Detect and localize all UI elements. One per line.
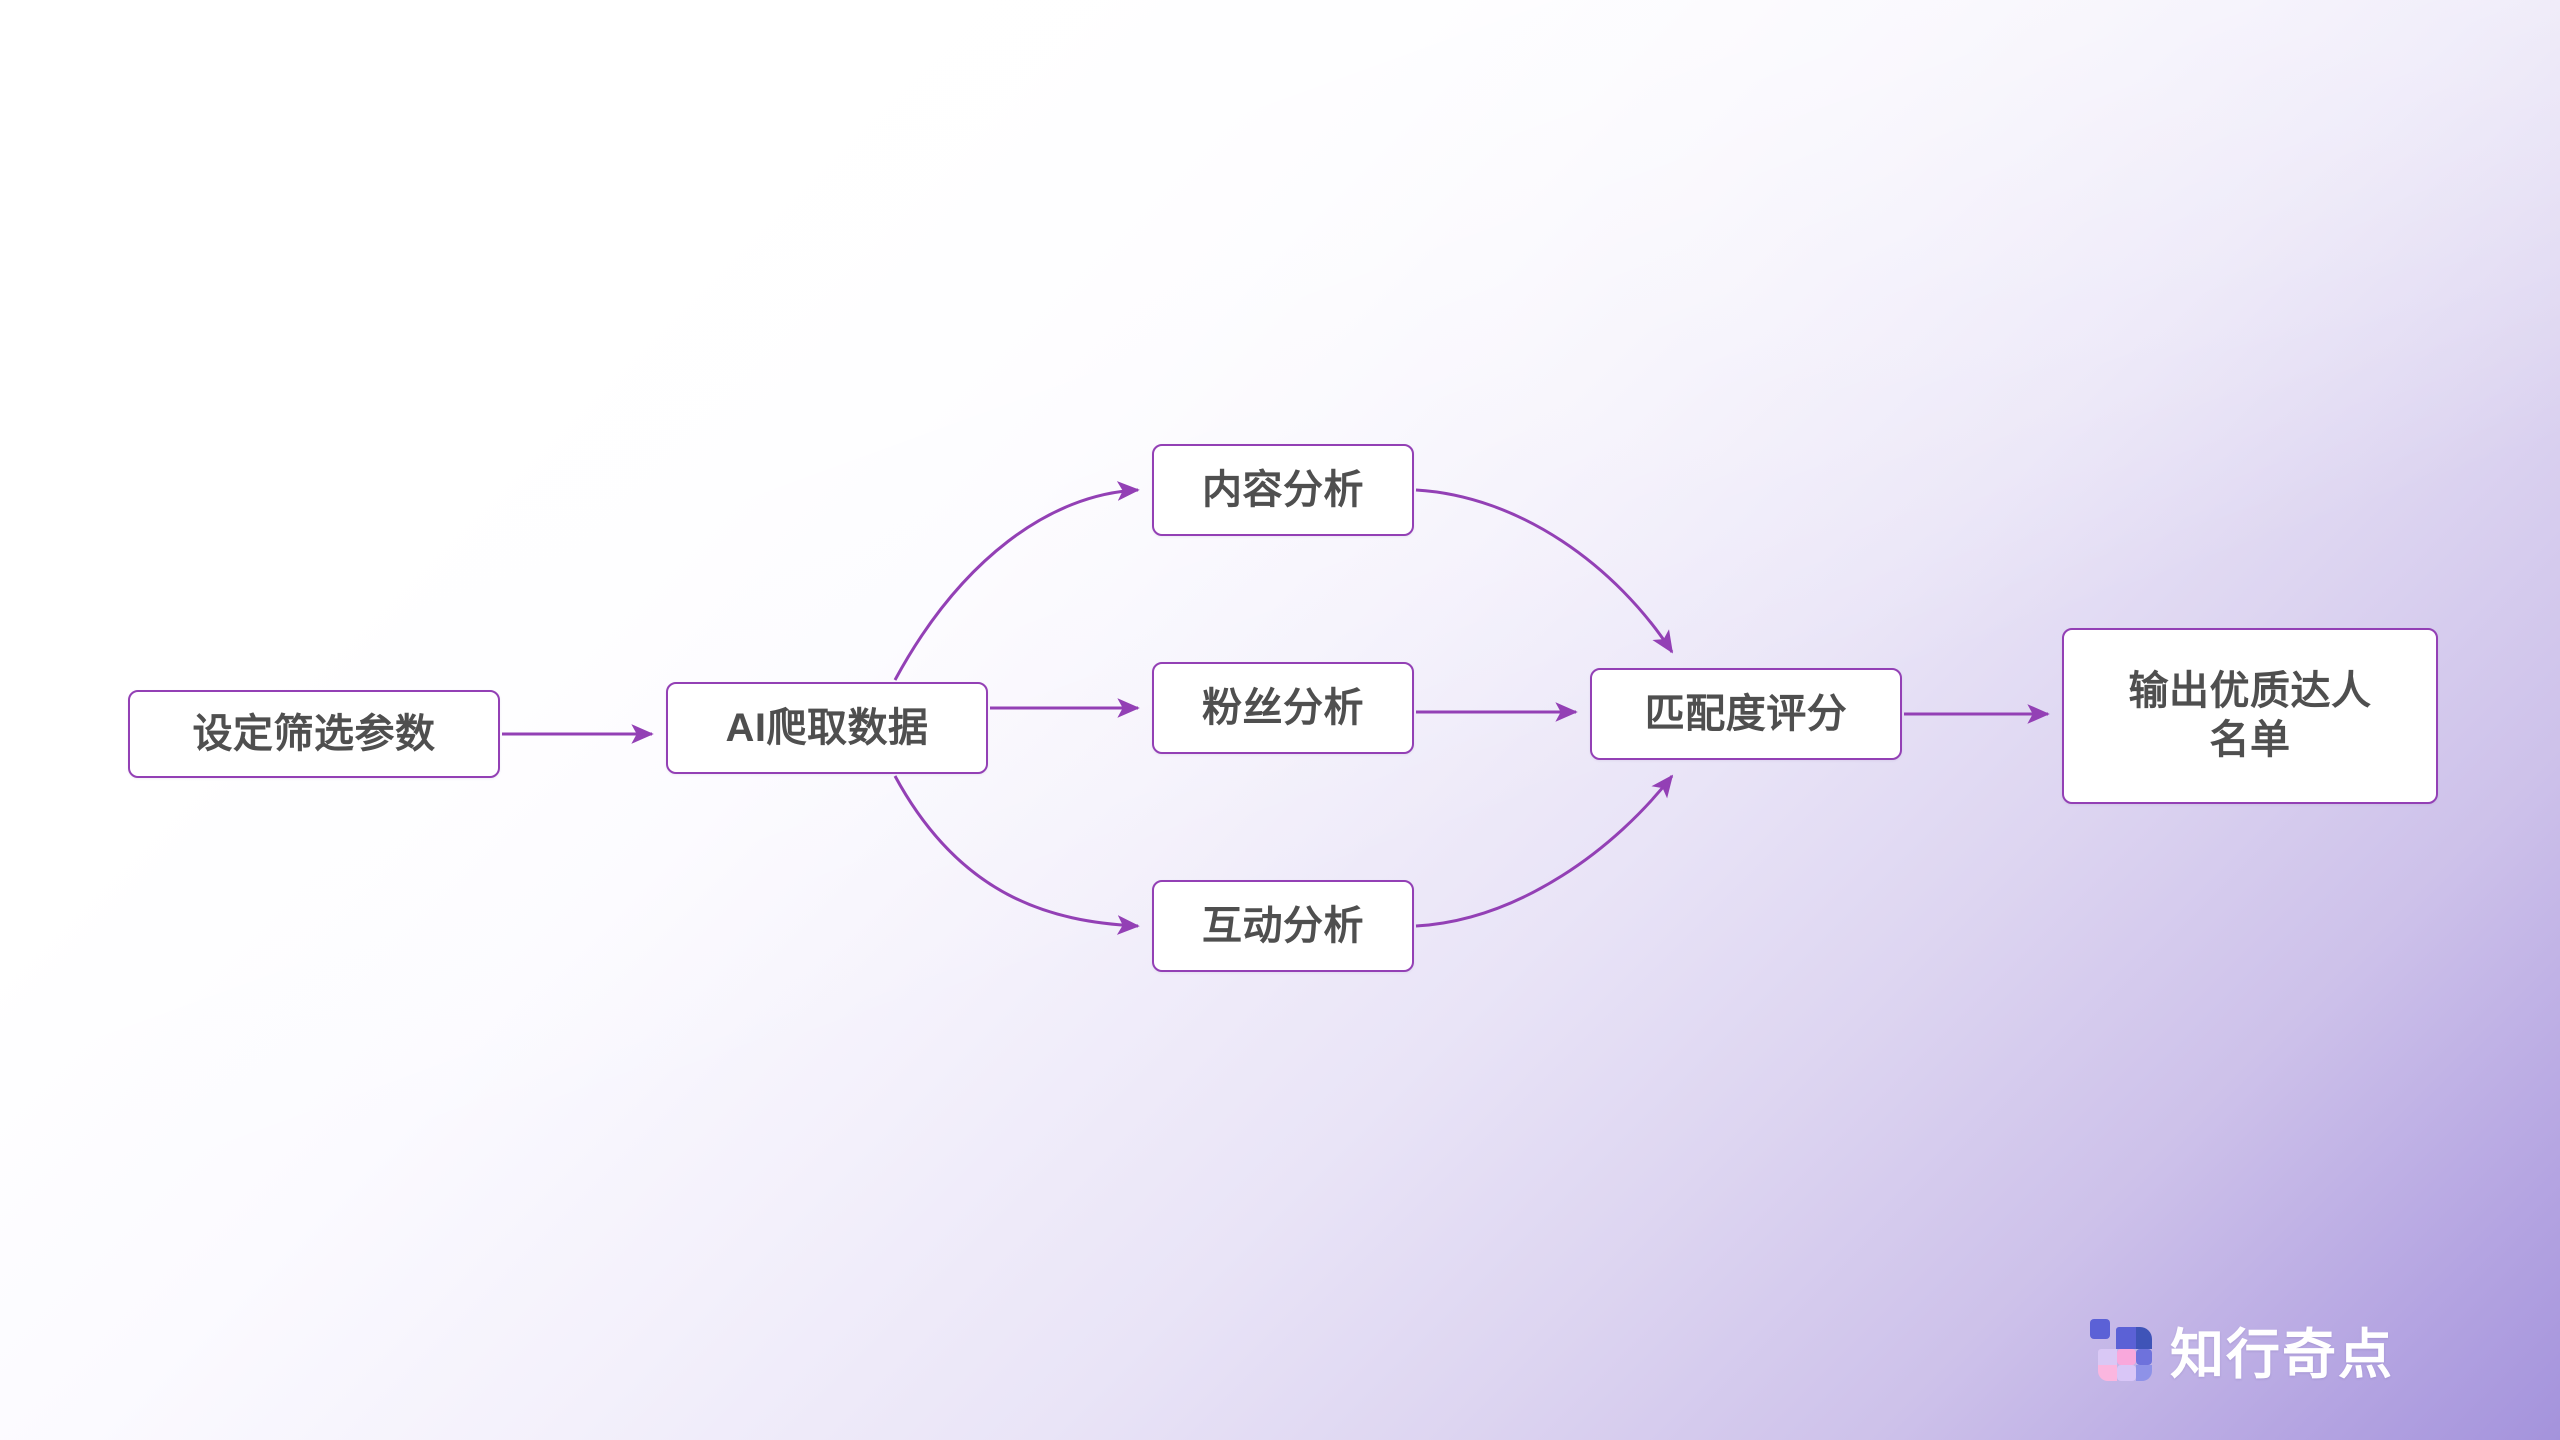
node-label-line-2: 名单 <box>2209 718 2291 762</box>
brand-logo-icon <box>2090 1318 2152 1381</box>
node-label: 输出优质达人 名单 <box>2109 667 2392 765</box>
node-label: 互动分析 <box>1202 903 1364 948</box>
node-label: 粉丝分析 <box>1202 685 1364 730</box>
logo-square-top-left <box>2090 1318 2110 1339</box>
node-label: 设定筛选参数 <box>192 711 436 756</box>
node-output-quality-influencer-list[interactable]: 输出优质达人 名单 <box>2062 628 2438 804</box>
node-match-score[interactable]: 匹配度评分 <box>1590 668 1902 760</box>
logo-square-mid-right <box>2136 1348 2152 1365</box>
logo-square-top-mid <box>2116 1326 2136 1349</box>
edge-content-analysis-to-match-score <box>1415 488 1674 654</box>
node-ai-crawl-data[interactable]: AI爬取数据 <box>666 682 988 774</box>
edge-interaction-analysis-to-match-score <box>1415 774 1674 928</box>
logo-square-top-right <box>2136 1326 2152 1349</box>
brand-watermark: 知行奇点 <box>2090 1310 2394 1389</box>
node-content-analysis[interactable]: 内容分析 <box>1152 444 1414 536</box>
node-label: 内容分析 <box>1202 467 1364 512</box>
logo-square-mid-left <box>2098 1348 2117 1365</box>
node-fan-analysis[interactable]: 粉丝分析 <box>1152 662 1414 754</box>
node-label: 匹配度评分 <box>1644 691 1848 736</box>
node-interaction-analysis[interactable]: 互动分析 <box>1152 880 1414 972</box>
brand-name: 知行奇点 <box>2170 1325 2394 1385</box>
edge-ai-crawl-to-content-analysis <box>893 481 1140 681</box>
edge-ai-crawl-to-interaction-analysis <box>893 775 1140 935</box>
logo-square-mid-center <box>2117 1348 2136 1365</box>
node-label-line-1: 输出优质达人 <box>2128 669 2372 714</box>
node-label: AI爬取数据 <box>725 705 929 750</box>
logo-square-bottom-center <box>2117 1364 2136 1381</box>
logo-square-bottom-left <box>2098 1364 2117 1381</box>
logo-square-bottom-right <box>2136 1364 2152 1381</box>
node-set-filter-params[interactable]: 设定筛选参数 <box>128 690 500 778</box>
